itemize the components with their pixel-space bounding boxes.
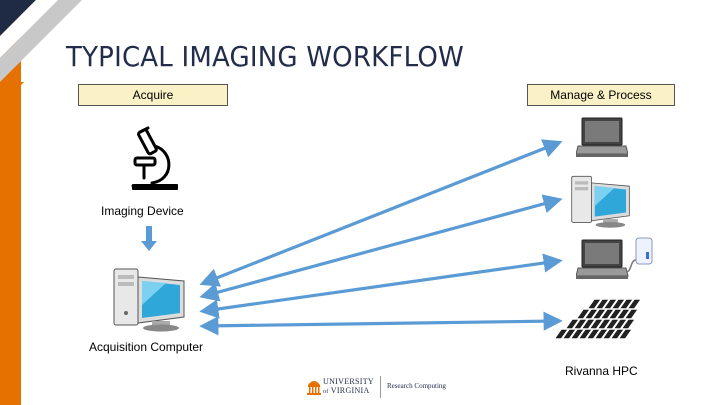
- desktop-computer-icon: [113, 268, 185, 332]
- down-arrow: [141, 226, 157, 251]
- slide-title: TYPICAL IMAGING WORKFLOW: [66, 40, 464, 73]
- research-computing-label: Research Computing: [387, 382, 446, 390]
- stage-manage-box: Manage & Process: [527, 84, 675, 106]
- arrow-to-storage: [199, 253, 563, 319]
- acquisition-computer-label: Acquisition Computer: [89, 340, 204, 354]
- arrow-to-hpc: [199, 311, 563, 336]
- microscope-icon: [131, 126, 178, 190]
- imaging-device-label: Imaging Device: [101, 204, 184, 218]
- corner-stripes-decoration: [0, 0, 82, 106]
- footer-logo: UNIVERSITY of VIRGINIA Research Computin…: [307, 375, 457, 399]
- uva-wordmark: UNIVERSITY of VIRGINIA: [323, 377, 374, 395]
- laptop-with-drive-icon: [576, 237, 653, 279]
- desktop-computer-icon: [571, 175, 630, 228]
- rotunda-icon: [307, 381, 321, 395]
- laptop-icon: [576, 117, 628, 157]
- stage-acquire-box: Acquire: [78, 84, 228, 106]
- hpc-cluster-icon: [556, 299, 641, 339]
- footer-divider: [380, 376, 381, 398]
- accent-orange-bar: [0, 0, 21, 405]
- rivanna-hpc-label: Rivanna HPC: [565, 364, 638, 378]
